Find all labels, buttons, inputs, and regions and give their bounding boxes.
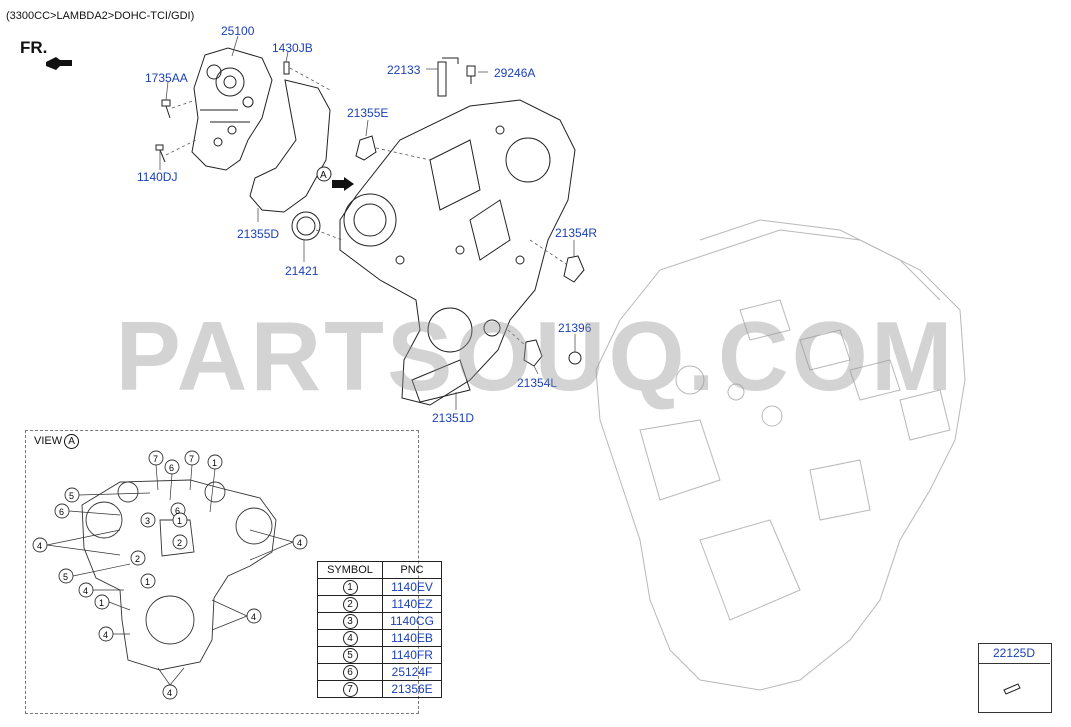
sensor-29246a [466, 65, 476, 84]
oil-seal-21421 [291, 211, 321, 241]
part-29246a-link[interactable]: 29246A [494, 66, 536, 80]
table-row: 1 1140EV [317, 578, 442, 596]
part-1735aa-link[interactable]: 1735AA [145, 71, 188, 85]
symbol-circle: 5 [342, 647, 358, 663]
view-a-callouts [32, 450, 308, 700]
bolt-1735aa-icon [161, 99, 171, 119]
seal-21354l [523, 339, 543, 367]
part-1140dj-link[interactable]: 1140DJ [137, 170, 178, 184]
seal-21354r [563, 255, 585, 283]
part-1430jb-link[interactable]: 1430JB [272, 41, 313, 55]
part-22133-link[interactable]: 22133 [387, 63, 421, 77]
table-row: 5 1140FR [317, 646, 442, 664]
pnc-link[interactable]: 21356E [382, 680, 442, 698]
dowel-1430jb-icon [283, 61, 290, 75]
symbol-table-header: SYMBOL PNC [317, 561, 442, 579]
svg-text:A: A [320, 170, 327, 181]
part-21396-link[interactable]: 21396 [558, 321, 592, 335]
leader-lines [159, 35, 576, 410]
part-21354l-link[interactable]: 21354L [517, 376, 558, 390]
table-row: 3 1140CG [317, 612, 442, 630]
direction-label: FR. [20, 38, 48, 57]
part-25100-link[interactable]: 25100 [221, 24, 255, 38]
part-21355d-link[interactable]: 21355D [237, 227, 280, 241]
symbol-header: SYMBOL [317, 561, 383, 579]
symbol-table: SYMBOL PNC 1 1140EV 2 1140EZ 3 1140CG 4 … [317, 561, 442, 698]
reference-box [978, 643, 1052, 713]
view-marker-circle: A [64, 434, 80, 449]
part-21355e-link[interactable]: 21355E [347, 106, 389, 120]
pnc-link[interactable]: 1140EB [382, 629, 442, 647]
pnc-link[interactable]: 1140CG [382, 612, 442, 630]
pnc-link[interactable]: 1140EV [382, 578, 442, 596]
seal-21355e [355, 135, 377, 161]
view-a-marker: A [316, 166, 354, 191]
symbol-circle: 3 [342, 613, 358, 629]
table-row: 6 25124F [317, 663, 442, 681]
part-21421-link[interactable]: 21421 [285, 264, 319, 278]
symbol-circle: 7 [342, 681, 358, 697]
o-ring-21396 [568, 351, 582, 365]
view-a-callout-lines [46, 464, 294, 686]
front-arrow-icon [46, 57, 72, 70]
water-pump [191, 47, 273, 171]
spring-pin-22125d-icon [1003, 683, 1021, 695]
bolt-1140dj-icon [155, 144, 166, 163]
table-row: 7 21356E [317, 680, 442, 698]
symbol-circle: 2 [342, 596, 358, 612]
symbol-circle: 4 [342, 630, 358, 646]
table-row: 2 1140EZ [317, 595, 442, 613]
engine-block [595, 219, 966, 691]
part-21354r-link[interactable]: 21354R [555, 226, 598, 240]
symbol-circle: 6 [342, 664, 358, 680]
part-22125d-link[interactable]: 22125D [978, 643, 1050, 664]
timing-chain-cover [339, 99, 576, 406]
pnc-link[interactable]: 1140EZ [382, 595, 442, 613]
pnc-link[interactable]: 25124F [382, 663, 442, 681]
pnc-link[interactable]: 1140FR [382, 646, 442, 664]
gasket-21355d [249, 79, 331, 213]
symbol-circle: 1 [342, 579, 358, 595]
view-title-text: VIEW [34, 435, 63, 447]
breadcrumb: (3300CC>LAMBDA2>DOHC-TCI/GDI) [6, 10, 195, 22]
table-row: 4 1140EB [317, 629, 442, 647]
part-21351d-link[interactable]: 21351D [432, 411, 475, 425]
pnc-header: PNC [382, 561, 442, 579]
sensor-22133 [437, 57, 459, 97]
